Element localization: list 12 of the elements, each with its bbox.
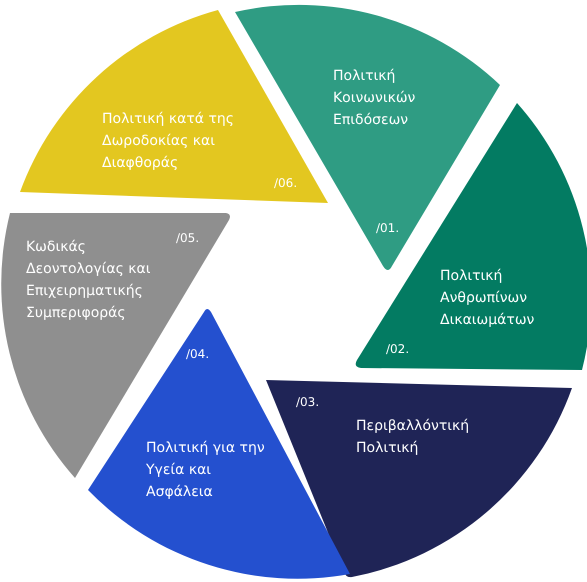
policy-title: Πολιτική Ανθρωπίνων Δικαιωμάτων (440, 267, 536, 330)
policy-title: Κωδικάς Δεοντολογίας και Επιχειρηματικής Συμπεριφοράς (26, 238, 152, 323)
step-number: /03. (296, 394, 320, 410)
policy-title: Περιβαλλόντική Πολιτική (356, 417, 470, 458)
step-number: /01. (376, 220, 400, 236)
policy-title: Πολιτική για την Υγεία και Ασφάλεια (146, 439, 266, 502)
policy-title: Πολιτική Κοινωνικών Επιδόσεων (333, 67, 416, 130)
step-number: /02. (386, 341, 410, 357)
step-number: /04. (186, 346, 210, 362)
step-number: /06. (274, 175, 298, 191)
policy-title: Πολιτική κατά της Δωροδοκίας και Διαφθοράς (102, 110, 235, 173)
step-number: /05. (176, 230, 200, 246)
